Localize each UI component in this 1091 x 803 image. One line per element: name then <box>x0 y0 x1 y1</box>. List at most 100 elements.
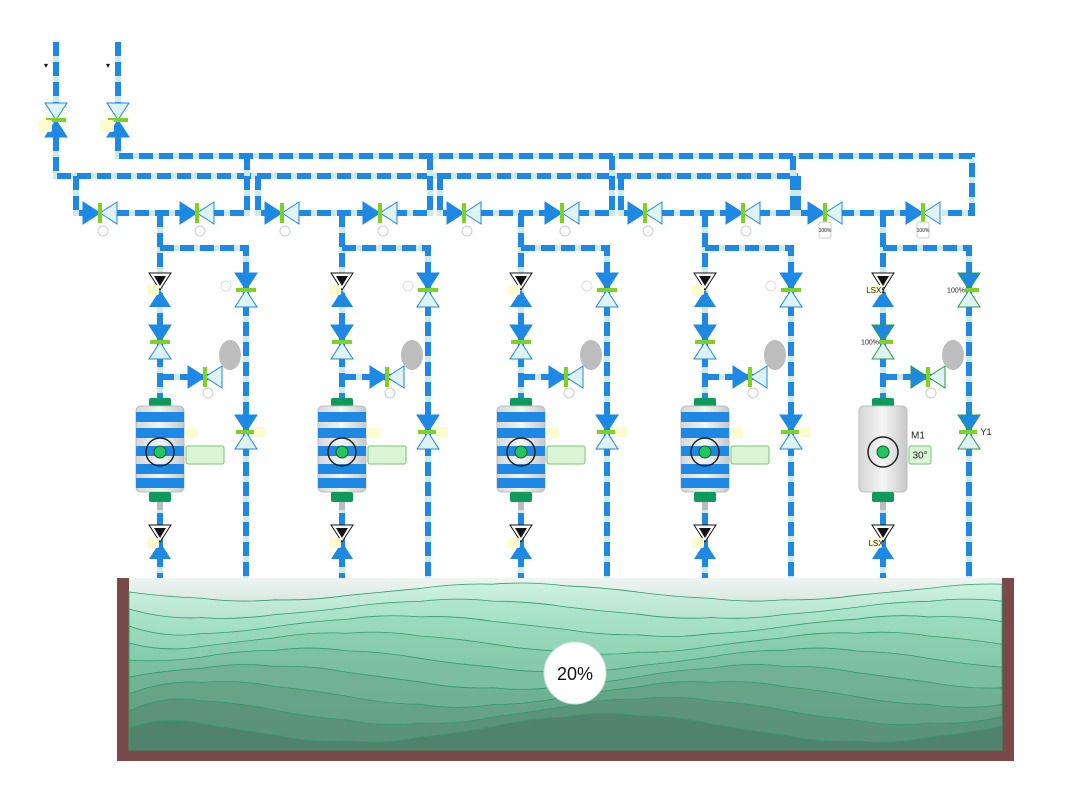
branch-valve-a-3-left[interactable] <box>446 201 465 225</box>
branch-valve-a-5[interactable] <box>807 201 843 225</box>
unit-3-motor[interactable] <box>496 398 546 510</box>
unit-3-return-valve-top-upper[interactable] <box>595 272 619 291</box>
unit-1-motor[interactable] <box>135 398 185 510</box>
unit-2-bypass-valve-left[interactable] <box>369 365 388 389</box>
unit-2-return-valve-top-upper[interactable] <box>416 272 440 291</box>
unit-1-return-valve-top-upper[interactable] <box>234 272 258 291</box>
unit-5-bypass-valve-left[interactable] <box>910 365 929 389</box>
branch-valve-b-1-left[interactable] <box>179 201 198 225</box>
branch-valve-a-5-right[interactable] <box>824 201 843 225</box>
unit-4-return-valve-top-upper[interactable] <box>779 272 803 291</box>
branch-valve-b-1[interactable] <box>179 201 215 225</box>
unit-1-bypass-valve-left[interactable] <box>187 365 206 389</box>
branch-valve-a-4-right[interactable] <box>644 201 663 225</box>
branch-valve-b-2[interactable] <box>362 201 398 225</box>
unit-3-bypass-valve-right[interactable] <box>565 365 584 389</box>
branch-valve-b-5-left[interactable] <box>905 201 924 225</box>
unit-4-bypass-valve-left[interactable] <box>732 365 751 389</box>
unit-1-bypass-valve-right[interactable] <box>204 365 223 389</box>
unit-5-mid-valve[interactable] <box>871 324 895 360</box>
unit-1-mid-valve-upper[interactable] <box>148 324 172 343</box>
check-valve-lower[interactable] <box>694 290 716 307</box>
check-valve-lower[interactable] <box>510 290 532 307</box>
unit-1-return-valve-bottom-lower[interactable] <box>234 431 258 450</box>
unit-1-bottom-valve[interactable] <box>148 524 172 559</box>
unit-1-mid-valve[interactable] <box>148 324 172 360</box>
unit-1-bypass-valve[interactable] <box>187 365 223 389</box>
unit-2-bypass-valve[interactable] <box>369 365 405 389</box>
unit-2-return-valve-top-lower[interactable] <box>416 289 440 308</box>
branch-valve-a-2-left[interactable] <box>264 201 283 225</box>
unit-3-bypass-valve[interactable] <box>548 365 584 389</box>
branch-valve-b-2-left[interactable] <box>362 201 381 225</box>
unit-5-motor[interactable] <box>858 398 908 510</box>
unit-3-return-valve-bottom[interactable] <box>595 414 619 450</box>
unit-5-bottom-valve[interactable] <box>871 524 895 559</box>
inlet-valve-2[interactable] <box>106 102 130 138</box>
unit-4-bypass-valve[interactable] <box>732 365 768 389</box>
branch-valve-b-3-left[interactable] <box>544 201 563 225</box>
unit-3-bottom-valve[interactable] <box>509 524 533 559</box>
branch-valve-a-2[interactable] <box>264 201 300 225</box>
unit-3-return-valve-top[interactable] <box>595 272 619 308</box>
unit-1-top-valve[interactable] <box>148 272 172 307</box>
unit-2-return-valve-top[interactable] <box>416 272 440 308</box>
unit-2-return-valve-bottom[interactable] <box>416 414 440 450</box>
branch-valve-b-4-right[interactable] <box>742 201 761 225</box>
check-valve-lower[interactable] <box>872 542 894 559</box>
branch-valve-b-4[interactable] <box>725 201 761 225</box>
branch-valve-a-4-left[interactable] <box>627 201 646 225</box>
unit-4-top-valve[interactable] <box>693 272 717 307</box>
unit-5-return-valve-bottom-upper[interactable] <box>957 414 981 433</box>
unit-5-return-valve-bottom[interactable] <box>957 414 981 450</box>
unit-2-bottom-valve[interactable] <box>330 524 354 559</box>
unit-3-top-valve[interactable] <box>509 272 533 307</box>
branch-valve-b-3[interactable] <box>544 201 580 225</box>
unit-1-return-valve-bottom[interactable] <box>234 414 258 450</box>
branch-valve-a-1-right[interactable] <box>99 201 118 225</box>
unit-3-mid-valve-lower[interactable] <box>509 341 533 360</box>
unit-5-return-valve-top-lower[interactable] <box>957 289 981 308</box>
branch-valve-a-1[interactable] <box>82 201 118 225</box>
branch-valve-a-4[interactable] <box>627 201 663 225</box>
check-valve-lower[interactable] <box>694 542 716 559</box>
branch-valve-a-3[interactable] <box>446 201 482 225</box>
unit-3-return-valve-top-lower[interactable] <box>595 289 619 308</box>
branch-valve-b-1-right[interactable] <box>196 201 215 225</box>
unit-5-return-valve-top[interactable] <box>957 272 981 308</box>
check-valve-lower[interactable] <box>149 542 171 559</box>
inlet-valve-1-upper[interactable] <box>44 102 68 121</box>
branch-valve-b-4-left[interactable] <box>725 201 744 225</box>
unit-4-return-valve-bottom-lower[interactable] <box>779 431 803 450</box>
unit-5-mid-valve-lower[interactable] <box>871 341 895 360</box>
branch-valve-b-5[interactable] <box>905 201 941 225</box>
unit-2-mid-valve-lower[interactable] <box>330 341 354 360</box>
unit-4-mid-valve[interactable] <box>693 324 717 360</box>
check-valve-lower[interactable] <box>331 542 353 559</box>
check-valve-lower[interactable] <box>331 290 353 307</box>
unit-5-return-valve-top-upper[interactable] <box>957 272 981 291</box>
unit-3-mid-valve[interactable] <box>509 324 533 360</box>
branch-valve-a-2-right[interactable] <box>281 201 300 225</box>
branch-valve-a-1-left[interactable] <box>82 201 101 225</box>
unit-4-return-valve-top-lower[interactable] <box>779 289 803 308</box>
unit-2-return-valve-bottom-upper[interactable] <box>416 414 440 433</box>
unit-4-return-valve-bottom[interactable] <box>779 414 803 450</box>
inlet-valve-2-upper[interactable] <box>106 102 130 121</box>
check-valve-lower[interactable] <box>149 290 171 307</box>
check-valve-lower[interactable] <box>872 290 894 307</box>
unit-3-return-valve-bottom-lower[interactable] <box>595 431 619 450</box>
unit-2-return-valve-bottom-lower[interactable] <box>416 431 440 450</box>
unit-3-mid-valve-upper[interactable] <box>509 324 533 343</box>
check-valve-lower[interactable] <box>510 542 532 559</box>
branch-valve-b-3-right[interactable] <box>561 201 580 225</box>
unit-1-return-valve-top-lower[interactable] <box>234 289 258 308</box>
unit-4-return-valve-bottom-upper[interactable] <box>779 414 803 433</box>
unit-4-motor[interactable] <box>680 398 730 510</box>
unit-1-mid-valve-lower[interactable] <box>148 341 172 360</box>
unit-4-mid-valve-lower[interactable] <box>693 341 717 360</box>
unit-5-return-valve-bottom-lower[interactable] <box>957 431 981 450</box>
unit-2-mid-valve-upper[interactable] <box>330 324 354 343</box>
unit-2-motor[interactable] <box>317 398 367 510</box>
unit-2-bypass-valve-right[interactable] <box>386 365 405 389</box>
